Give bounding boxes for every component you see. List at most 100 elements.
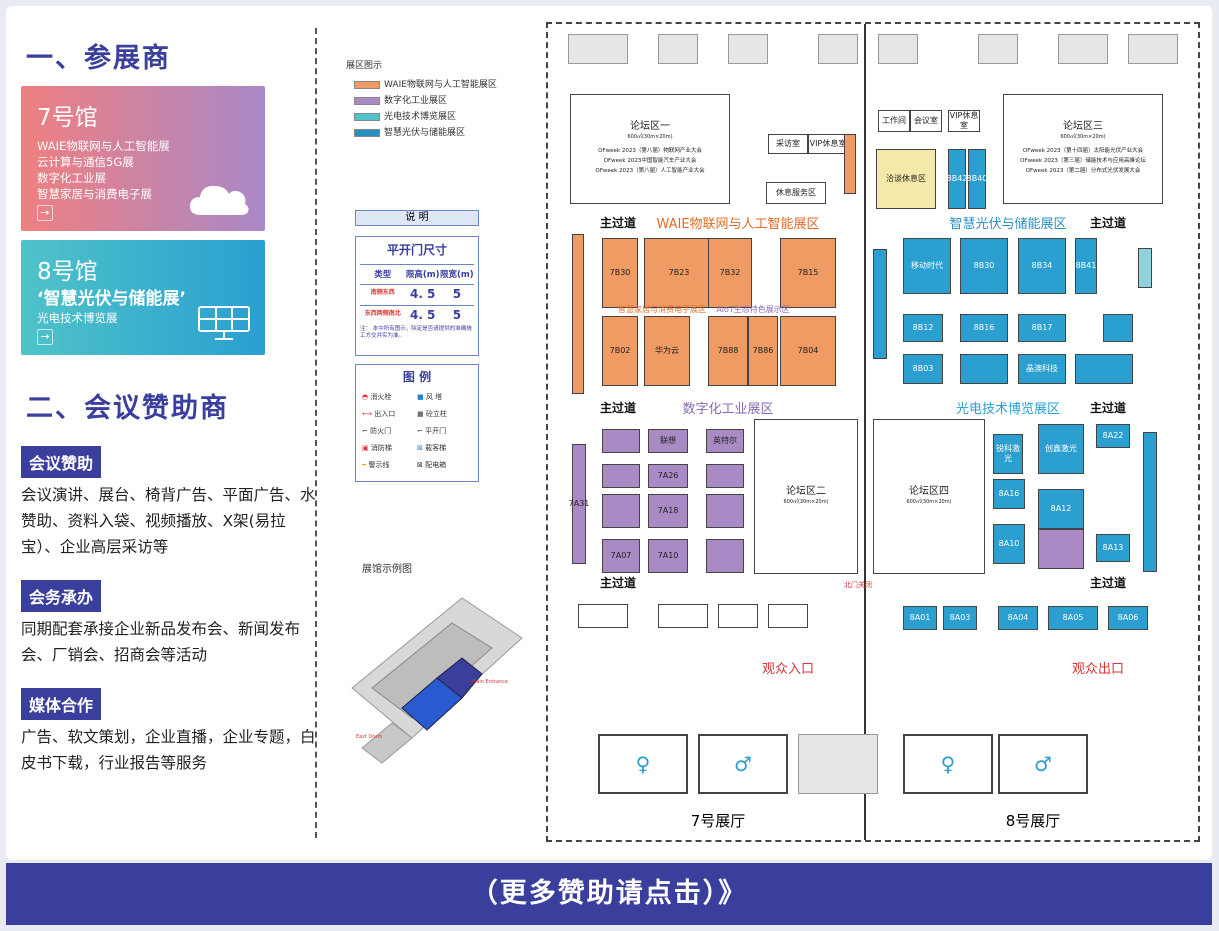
floor-plan: 论坛区一 600㎡(30m×20m) OFweek 2023（第八届）物联网产业… bbox=[546, 22, 1200, 842]
booth[interactable] bbox=[658, 604, 708, 628]
booth[interactable] bbox=[706, 464, 744, 488]
zone-photonics: 光电技术博览展区 bbox=[955, 402, 1060, 417]
sponsor-section-title: 二、会议赞助商 bbox=[26, 393, 229, 424]
booth[interactable]: 华为云 bbox=[644, 316, 690, 386]
booth[interactable]: 8B03 bbox=[903, 354, 943, 384]
hall8-line: 光电技术博览展 bbox=[37, 311, 118, 325]
booth[interactable]: 7A10 bbox=[648, 539, 688, 573]
booth[interactable]: 7B02 bbox=[602, 316, 638, 386]
booth[interactable] bbox=[578, 604, 628, 628]
main-road-label: 主过道 bbox=[600, 576, 637, 590]
booth[interactable] bbox=[706, 494, 744, 528]
booth[interactable]: 8A16 bbox=[993, 479, 1025, 509]
booth[interactable]: 8A13 bbox=[1096, 534, 1130, 562]
booth[interactable]: 8B12 bbox=[903, 314, 943, 342]
warning-line-icon: ━ bbox=[362, 461, 367, 469]
booth[interactable]: 8A04 bbox=[998, 606, 1038, 630]
svg-text:East Drum: East Drum bbox=[356, 734, 382, 740]
booth[interactable]: 7A18 bbox=[648, 494, 688, 528]
booth[interactable]: 7B32 bbox=[708, 238, 752, 308]
booth[interactable]: 8A22 bbox=[1096, 424, 1130, 448]
arrow-right-icon[interactable]: → bbox=[37, 329, 53, 345]
legend-item: WAIE物联网与人工智能展区 bbox=[354, 77, 497, 90]
hall8-name: 8号馆 bbox=[37, 259, 98, 285]
booth[interactable]: 7B88 bbox=[708, 316, 748, 386]
booth[interactable]: 8A05 bbox=[1048, 606, 1098, 630]
booth[interactable] bbox=[706, 539, 744, 573]
hall7-card[interactable]: 7号馆 WAIE物联网与人工智能展 云计算与通信5G展 数字化工业展 智慧家居与… bbox=[21, 86, 265, 231]
hydrant-icon: ◓ bbox=[362, 393, 369, 401]
restroom-female-icon: ♀ bbox=[903, 734, 993, 794]
booth[interactable]: 8B34 bbox=[1018, 238, 1066, 294]
booth[interactable]: 7B04 bbox=[780, 316, 836, 386]
booth[interactable]: 8B16 bbox=[960, 314, 1008, 342]
legend-item: 光电技术博览展区 bbox=[354, 109, 497, 122]
booth[interactable] bbox=[768, 604, 808, 628]
rest-area: 休息服务区 bbox=[766, 182, 826, 204]
booth[interactable]: 锐科激光 bbox=[993, 434, 1023, 474]
door-row: 南侧东西 4. 5 5 bbox=[360, 284, 474, 301]
service-tag: 会务承办 bbox=[21, 580, 102, 612]
vip-room-8: VIP休息室 bbox=[948, 110, 980, 132]
booth[interactable]: 7A26 bbox=[648, 464, 688, 488]
vip-room: VIP休息室 bbox=[808, 134, 848, 154]
arrow-right-icon[interactable]: → bbox=[37, 205, 53, 221]
hall7-line: WAIE物联网与人工智能展 bbox=[37, 139, 170, 153]
booth[interactable]: 创鑫激光 bbox=[1038, 424, 1084, 474]
hall8-label: 8号展厅 bbox=[1005, 812, 1061, 830]
booth[interactable]: 8A10 bbox=[993, 524, 1025, 564]
booth[interactable]: 联想 bbox=[648, 429, 688, 453]
booth[interactable]: 8B41 bbox=[1075, 238, 1097, 294]
media-tag: 媒体合作 bbox=[21, 688, 102, 720]
booth[interactable]: 7B86 bbox=[748, 316, 778, 386]
forum-4: 论坛区四 600㎡(30m×20m) bbox=[873, 419, 985, 574]
booth[interactable]: 7B30 bbox=[602, 238, 638, 308]
legend-title: 展区图示 bbox=[346, 61, 383, 71]
booth[interactable]: 8B42 bbox=[947, 149, 967, 209]
booth[interactable]: 7B23 bbox=[644, 238, 714, 308]
booth[interactable] bbox=[1075, 354, 1133, 384]
meeting-room: 会议室 bbox=[910, 110, 942, 132]
booth[interactable] bbox=[602, 464, 640, 488]
booth[interactable] bbox=[960, 354, 1008, 384]
booth[interactable]: 7A31 bbox=[569, 444, 589, 564]
booth[interactable]: 8A06 bbox=[1108, 606, 1148, 630]
zone-legend: 展区图示 WAIE物联网与人工智能展区 数字化工业展区 光电技术博览展区 智慧光… bbox=[346, 58, 497, 141]
booth[interactable] bbox=[602, 429, 640, 453]
zone-digital: 数字化工业展区 bbox=[682, 402, 774, 417]
more-sponsor-button[interactable]: （更多赞助请点击）》 bbox=[6, 863, 1212, 925]
door-title: 平开门尺寸 bbox=[386, 243, 447, 257]
side-booth bbox=[1138, 248, 1152, 288]
booth[interactable]: 8B30 bbox=[960, 238, 1008, 294]
service-block bbox=[798, 734, 878, 794]
booth[interactable] bbox=[602, 494, 640, 528]
key-row: ━ 警示线⊠ 配电箱 bbox=[362, 461, 447, 469]
hall8-card[interactable]: 8号馆 ‘智慧光伏与储能展’ 光电技术博览展 → bbox=[21, 240, 265, 355]
booth[interactable]: 8B17 bbox=[1018, 314, 1066, 342]
dashed-divider bbox=[315, 28, 317, 838]
booth[interactable]: 8A01 bbox=[903, 606, 937, 630]
booth[interactable]: 移动时代 bbox=[903, 238, 951, 294]
swatch-icon bbox=[354, 80, 380, 89]
hall-map-illustration: East Drum Main Entrance bbox=[351, 597, 523, 764]
booth[interactable]: 英特尔 bbox=[706, 429, 744, 453]
booth[interactable] bbox=[718, 604, 758, 628]
booth[interactable]: 8B40 bbox=[967, 149, 987, 209]
booth[interactable] bbox=[1038, 529, 1084, 569]
zone-home: 智慧家居与消费电子展区 bbox=[618, 305, 706, 314]
swatch-icon bbox=[354, 112, 380, 121]
main-road-label: 主过道 bbox=[600, 401, 637, 415]
restroom-male-icon: ♂ bbox=[998, 734, 1088, 794]
solar-panel-icon bbox=[198, 306, 250, 340]
booth[interactable] bbox=[1103, 314, 1133, 342]
fire-door-icon: ⌐ bbox=[362, 427, 368, 435]
booth[interactable]: 7B15 bbox=[780, 238, 836, 308]
exit-icon: ⟷ bbox=[362, 410, 373, 418]
booth[interactable]: 8A03 bbox=[943, 606, 977, 630]
booth[interactable]: 晶澳科技 bbox=[1018, 354, 1066, 384]
svg-text:Main Entrance: Main Entrance bbox=[472, 679, 508, 685]
booth[interactable]: 7A07 bbox=[602, 539, 640, 573]
sponsor-tag: 会议赞助 bbox=[21, 446, 102, 478]
booth[interactable]: 8A12 bbox=[1038, 489, 1084, 529]
pillar-icon: ■ bbox=[417, 410, 424, 418]
